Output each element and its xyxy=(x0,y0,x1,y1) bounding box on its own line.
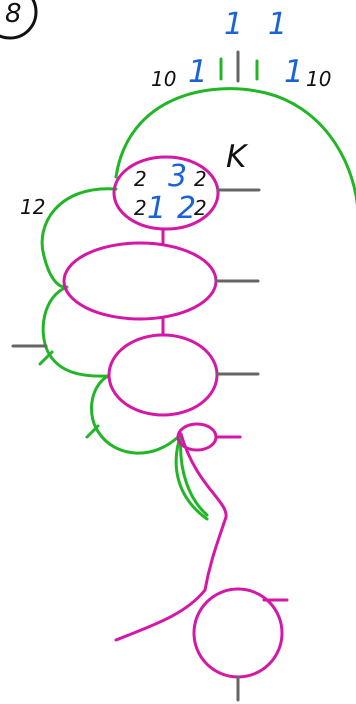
figure-number-circle xyxy=(0,0,38,40)
label-lower-row-2: 2 xyxy=(177,191,196,226)
label-k: K xyxy=(226,139,249,175)
upper-slant-line xyxy=(179,432,228,519)
label-lower-row-1: 1 xyxy=(147,191,166,226)
label-upper-row-mid-3: 3 xyxy=(168,159,187,194)
label-top-left-1: 1 xyxy=(224,7,243,42)
figure-number-badge: 8 xyxy=(0,0,38,40)
large-arc-propagator xyxy=(114,87,356,207)
label-upper-row-right-2: 2 xyxy=(194,167,207,191)
left-green-stub xyxy=(38,350,54,366)
lower-connector-propagator xyxy=(174,432,209,521)
middle-vertex-ellipse xyxy=(62,241,218,321)
lower-green-stub xyxy=(85,424,100,439)
left-lower-loop-propagator xyxy=(90,374,183,455)
upper-vertex-ellipse xyxy=(112,155,220,231)
label-left-10: 10 xyxy=(151,67,176,91)
label-right-1: 1 xyxy=(284,54,304,90)
label-lower-row-right-2: 2 xyxy=(194,196,207,220)
middle-slant-line xyxy=(203,515,228,592)
label-upper-row-left-2: 2 xyxy=(134,167,147,191)
label-right-10: 10 xyxy=(306,67,331,91)
label-left-1: 1 xyxy=(188,54,208,90)
left-middle-loop-propagator xyxy=(41,285,110,378)
lower-vertex-ellipse xyxy=(107,333,219,417)
figure-number: 8 xyxy=(5,0,22,29)
left-upper-loop-propagator xyxy=(40,187,118,289)
label-lower-row-left-2: 2 xyxy=(134,196,147,220)
bottom-vertex-circle xyxy=(192,587,284,679)
lower-slant-line xyxy=(114,588,207,642)
label-top-right-1: 1 xyxy=(268,7,287,42)
label-left-12: 12 xyxy=(20,195,45,219)
